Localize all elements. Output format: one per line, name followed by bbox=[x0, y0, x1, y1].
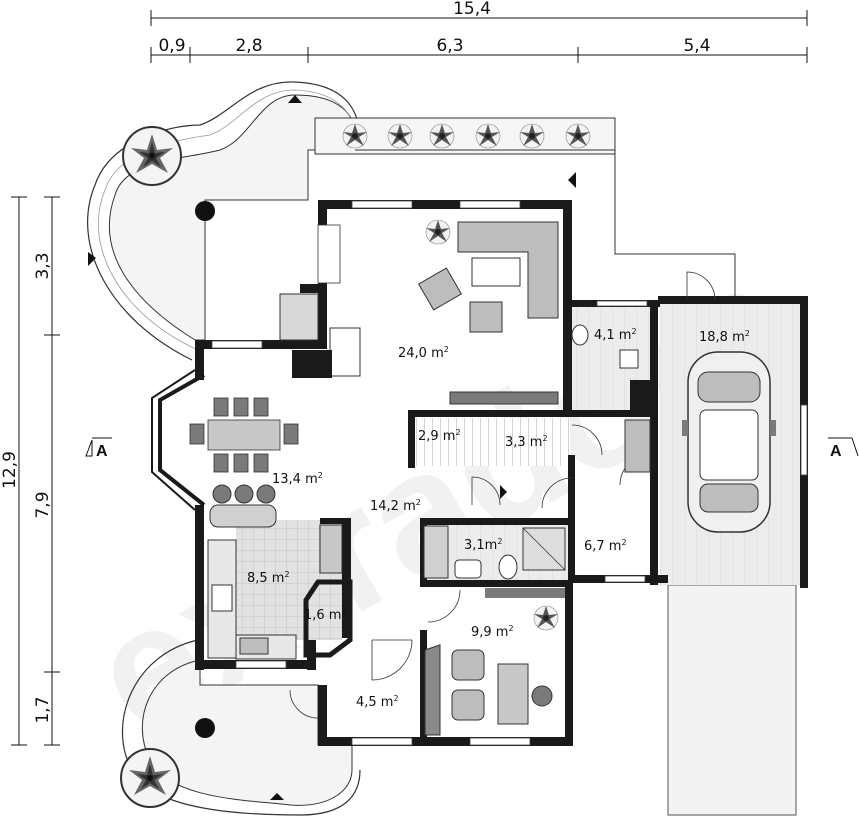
potted-plant-bottom bbox=[120, 748, 180, 808]
svg-text:9,9 m2: 9,9 m2 bbox=[471, 624, 514, 640]
office-furniture bbox=[424, 605, 559, 736]
svg-text:2,9 m2: 2,9 m2 bbox=[418, 428, 461, 444]
bathroom-fixtures bbox=[423, 525, 566, 598]
svg-text:4,5 m2: 4,5 m2 bbox=[356, 694, 399, 710]
top-dim-2: 2,8 bbox=[235, 36, 262, 56]
svg-text:A: A bbox=[96, 443, 108, 460]
left-dimensions bbox=[11, 196, 60, 746]
svg-text:6,7 m2: 6,7 m2 bbox=[584, 538, 627, 554]
overall-depth-label: 12,9 bbox=[0, 451, 20, 489]
svg-text:3,3 m2: 3,3 m2 bbox=[505, 434, 548, 450]
utility-fixtures bbox=[571, 324, 651, 473]
svg-text:3,1m2: 3,1m2 bbox=[464, 537, 502, 553]
svg-text:13,4 m2: 13,4 m2 bbox=[272, 471, 323, 487]
svg-text:A: A bbox=[830, 443, 842, 460]
upper-terrace bbox=[87, 81, 361, 361]
top-dimensions bbox=[150, 10, 808, 63]
door-swings bbox=[289, 224, 716, 719]
driveway bbox=[667, 584, 797, 816]
room-labels: 24,0 m2 4,1 m2 18,8 m2 2,9 m2 3,3 m2 13,… bbox=[247, 327, 750, 710]
left-dim-1: 3,3 bbox=[33, 252, 53, 279]
lower-terrace bbox=[121, 639, 361, 816]
overall-width-label: 15,4 bbox=[453, 0, 491, 19]
entry-arrow bbox=[500, 485, 507, 499]
top-dim-1: 0,9 bbox=[158, 36, 185, 56]
svg-text:24,0 m2: 24,0 m2 bbox=[398, 345, 449, 361]
svg-text:14,2 m2: 14,2 m2 bbox=[370, 498, 421, 514]
living-furniture bbox=[279, 219, 559, 405]
top-dim-3: 6,3 bbox=[436, 36, 463, 56]
car bbox=[682, 351, 776, 533]
potted-plant-top bbox=[122, 126, 182, 186]
kitchen-units bbox=[207, 484, 353, 660]
svg-text:8,5 m2: 8,5 m2 bbox=[247, 570, 290, 586]
top-dim-4: 5,4 bbox=[683, 36, 710, 56]
svg-text:4,1 m2: 4,1 m2 bbox=[594, 327, 637, 343]
left-dim-2: 7,9 bbox=[33, 491, 53, 518]
left-dim-3: 1,7 bbox=[33, 696, 53, 723]
svg-text:1,6 m2: 1,6 m2 bbox=[304, 607, 347, 623]
section-marker-left: A bbox=[85, 437, 112, 460]
planter-strip bbox=[314, 117, 736, 300]
dining-set bbox=[189, 397, 299, 473]
svg-text:18,8 m2: 18,8 m2 bbox=[699, 329, 750, 345]
section-marker-right: A bbox=[828, 437, 859, 460]
windows bbox=[211, 200, 808, 746]
